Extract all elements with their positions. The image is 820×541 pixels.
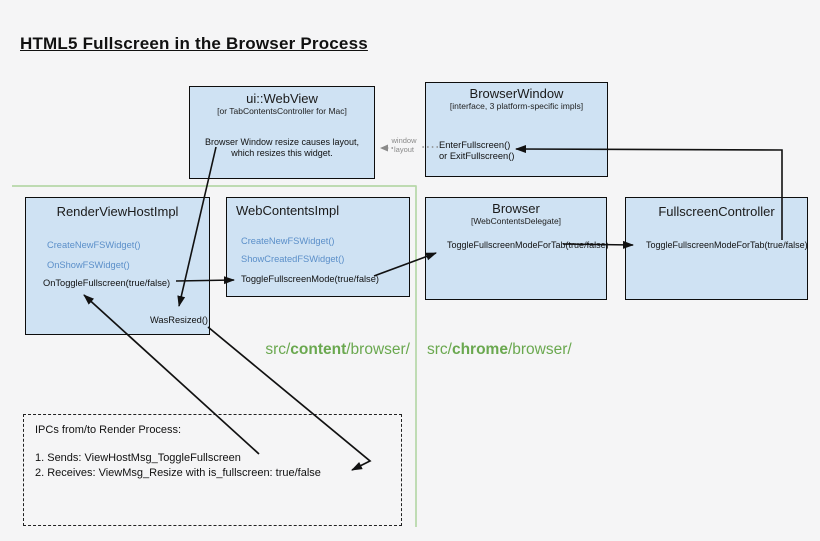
box-ui-webview: ui::WebView [or TabContentsController fo… [189, 86, 375, 179]
method-enter-fullscreen: EnterFullscreen() [439, 140, 511, 150]
page-title: HTML5 Fullscreen in the Browser Process [20, 34, 368, 53]
box-render-view-host-impl: RenderViewHostImpl CreateNewFSWidget() O… [25, 197, 210, 335]
box-fsc-title: FullscreenController [658, 204, 775, 219]
method-on-show-fs-widget: OnShowFSWidget() [47, 260, 130, 270]
method-toggle-fullscreen-mode-for-tab: ToggleFullscreenModeForTab(true/false) [447, 240, 609, 250]
src-chrome-suffix: /browser/ [507, 341, 572, 358]
src-chrome-prefix: src/ [427, 341, 452, 358]
box-browser-title: Browser [492, 201, 540, 216]
box-browser-window-subtitle: [interface, 3 platform-specific impls] [449, 101, 584, 111]
method-wci-create-new-fs-widget: CreateNewFSWidget() [241, 236, 335, 246]
method-create-new-fs-widget: CreateNewFSWidget() [47, 240, 141, 250]
ipc-header: IPCs from/to Render Process: [35, 424, 182, 436]
box-browser-window-title: BrowserWindow [469, 86, 564, 101]
method-on-toggle-fullscreen: OnToggleFullscreen(true/false) [43, 278, 171, 288]
box-web-contents-impl: WebContentsImpl CreateNewFSWidget() Show… [226, 197, 410, 297]
box-wci-title: WebContentsImpl [236, 203, 340, 218]
src-content-browser-label: src/content/browser/ [230, 341, 410, 359]
method-was-resized: WasResized() [150, 315, 209, 325]
src-chrome-bold: chrome [451, 341, 508, 358]
src-content-bold: content [290, 341, 347, 358]
method-exit-fullscreen: or ExitFullscreen() [439, 151, 515, 161]
box-browser-window: BrowserWindow [interface, 3 platform-spe… [425, 82, 608, 177]
box-ui-webview-note: Browser Window resize causes layout, whi… [204, 137, 360, 158]
box-browser-subtitle: [WebContentsDelegate] [470, 216, 562, 226]
method-toggle-fullscreen-mode: ToggleFullscreenMode(true/false) [241, 274, 379, 284]
src-content-suffix: /browser/ [346, 341, 410, 358]
ipc-sends-item: 1. Sends: ViewHostMsg_ToggleFullscreen [35, 452, 241, 464]
box-ui-webview-title: ui::WebView [246, 91, 318, 106]
method-show-created-fs-widget: ShowCreatedFSWidget() [241, 254, 345, 264]
window-layout-connector-label: window layout [391, 136, 417, 154]
src-chrome-browser-label: src/chrome/browser/ [427, 341, 572, 359]
ipc-notes-box: IPCs from/to Render Process: 1. Sends: V… [23, 414, 402, 526]
src-content-prefix: src/ [265, 341, 291, 358]
box-fullscreen-controller: FullscreenController ToggleFullscreenMod… [625, 197, 808, 300]
method-fsc-toggle-fullscreen-mode-for-tab: ToggleFullscreenModeForTab(true/false) [646, 240, 808, 250]
box-browser: Browser [WebContentsDelegate] ToggleFull… [425, 197, 609, 300]
ipc-receives-item: 2. Receives: ViewMsg_Resize with is_full… [35, 467, 321, 479]
box-ui-webview-subtitle: [or TabContentsController for Mac] [217, 106, 347, 116]
box-rvhi-title: RenderViewHostImpl [56, 204, 179, 219]
